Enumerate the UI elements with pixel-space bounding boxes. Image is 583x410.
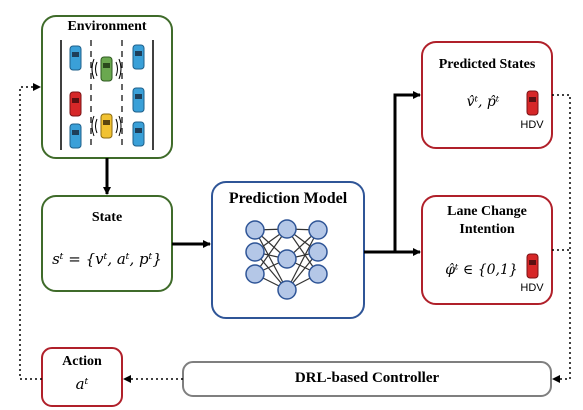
car-yellow <box>100 113 113 139</box>
car-blue-4 <box>132 87 145 113</box>
state-title: State <box>91 210 123 225</box>
lane-change-title-line1: Lane Change <box>447 204 527 219</box>
car-blue-2 <box>69 123 82 149</box>
predicted-states-formula: v̂ᵗ, p̂ᵗ <box>466 94 500 110</box>
car-red <box>69 91 82 117</box>
neural-network-icon <box>245 219 328 300</box>
car-blue-5 <box>132 121 145 147</box>
dotted-action-to-environment <box>19 83 42 380</box>
lane-change-title-line2: Intention <box>459 222 515 237</box>
hdv-car-icon <box>526 90 539 116</box>
state-formula: sᵗ = {vᵗ, aᵗ, pᵗ} <box>52 250 162 268</box>
action-formula: aᵗ <box>75 375 89 393</box>
dotted-predicted-to-controller <box>552 94 571 383</box>
controller-title: DRL-based Controller <box>294 370 440 386</box>
car-blue-1 <box>69 45 82 71</box>
lane-change-formula: φ̂ᵗ ∈ {0,1} <box>445 262 518 278</box>
predicted-states-hdv-label: HDV <box>520 119 544 131</box>
prediction-model-title: Prediction Model <box>228 190 348 207</box>
hdv-car-icon-2 <box>526 253 539 279</box>
car-green <box>100 56 113 82</box>
action-title: Action <box>62 354 102 369</box>
road-illustration <box>60 40 154 150</box>
lane-change-hdv-label: HDV <box>520 282 544 294</box>
environment-title: Environment <box>67 19 147 34</box>
sensor-waves-icon <box>91 58 122 137</box>
arrow-model-to-predicted <box>364 91 421 254</box>
car-blue-3 <box>132 44 145 70</box>
predicted-states-title: Predicted States <box>438 57 536 72</box>
action-box <box>41 347 123 407</box>
